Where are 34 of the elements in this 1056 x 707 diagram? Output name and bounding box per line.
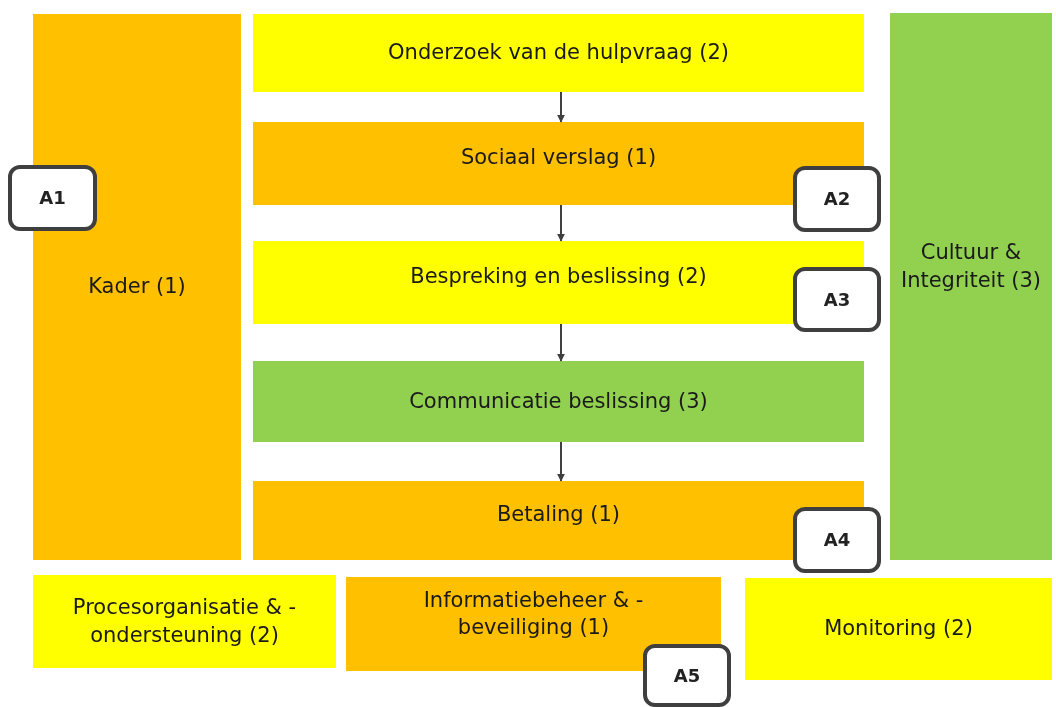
process-box	[253, 481, 864, 560]
node-label: Bespreking en beslissing (2)	[410, 262, 707, 290]
node-label: A4	[823, 528, 851, 552]
node-label: Communicatie beslissing (3)	[409, 387, 708, 415]
process-box	[33, 14, 241, 560]
label-tag	[793, 507, 881, 573]
process-box	[890, 13, 1052, 560]
node-label: Betaling (1)	[496, 500, 621, 528]
process-box	[745, 578, 1052, 680]
node-label: A3	[823, 287, 851, 312]
process-box	[253, 122, 864, 205]
arrow	[557, 323, 565, 362]
label-tag	[793, 267, 881, 332]
node-label: Onderzoek van de hulpvraag (2)	[388, 39, 729, 67]
process-box	[33, 575, 336, 668]
arrow	[557, 441, 565, 482]
node-label: Informatiebeheer & - beveiliging (1)	[422, 586, 645, 641]
node-label: A1	[39, 186, 66, 210]
node-label: A5	[673, 663, 701, 688]
label-tag	[8, 165, 97, 231]
node-label: Sociaal verslag (1)	[460, 143, 657, 171]
process-box	[346, 577, 721, 671]
process-box	[253, 241, 864, 324]
process-box	[253, 14, 864, 92]
process-box	[253, 361, 864, 442]
node-label: Monitoring (2)	[824, 615, 973, 643]
node-label: Cultuur & Integriteit (3)	[899, 239, 1043, 294]
arrow	[557, 204, 565, 242]
label-tag	[643, 644, 731, 707]
node-label: Procesorganisatie & - ondersteuning (2)	[71, 594, 298, 649]
node-label: A2	[823, 187, 851, 211]
node-label: Kader (1)	[88, 273, 186, 301]
label-tag	[793, 166, 881, 232]
arrow	[557, 91, 565, 123]
